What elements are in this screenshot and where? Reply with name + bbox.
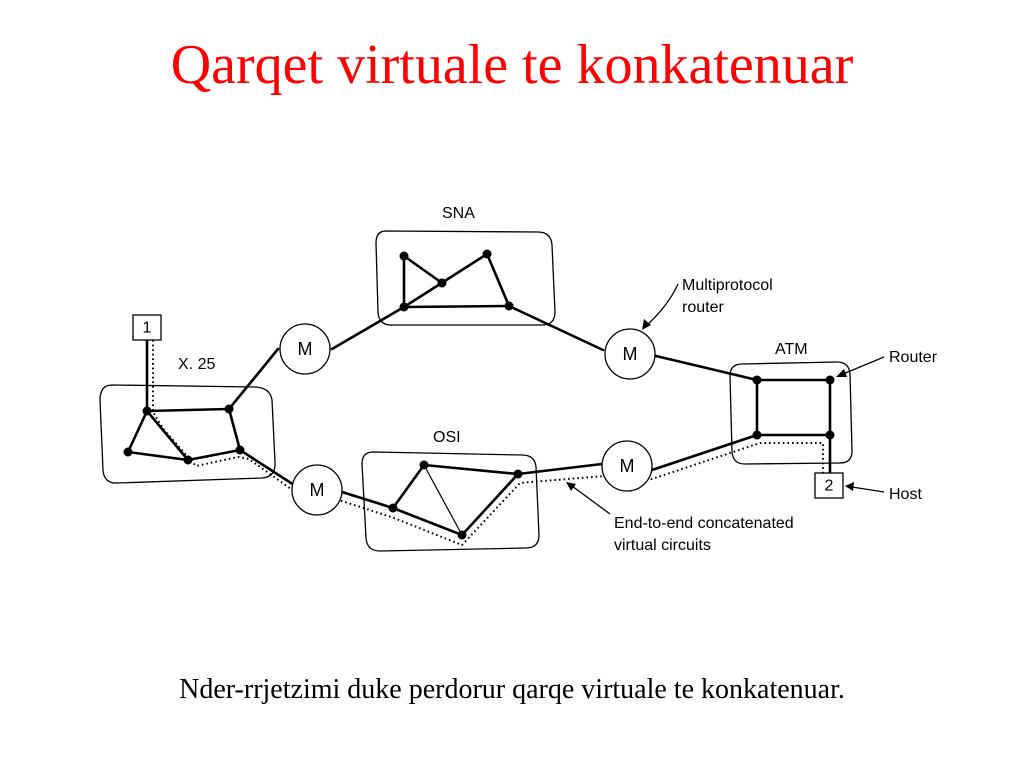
router-label: M: [310, 480, 325, 500]
host-1-label: 1: [143, 320, 152, 337]
concatenated-virtual-circuit-path: [152, 340, 824, 547]
router-callout: Router: [836, 349, 938, 377]
multiprotocol-router-2: M: [604, 328, 656, 380]
network-nodes: [123, 249, 835, 540]
multiprotocol-callout-line1: Multiprotocol: [682, 277, 773, 294]
osi-links: [391, 463, 520, 537]
host-2-label: 2: [825, 478, 834, 495]
concat-callout-line1: End-to-end concatenated: [614, 515, 794, 532]
osi-network-boundary: [361, 451, 540, 552]
multiprotocol-callout-line2: router: [682, 299, 724, 316]
inter-network-links: [145, 304, 832, 510]
x25-network-boundary: [99, 384, 276, 484]
host-1: 1: [132, 314, 162, 341]
x25-label: X. 25: [178, 356, 215, 373]
multiprotocol-router-3: M: [291, 464, 343, 516]
sna-network-boundary: [375, 230, 556, 326]
host-2: 2: [814, 472, 844, 499]
atm-label: ATM: [775, 341, 808, 358]
slide-caption: Nder-rrjetzimi duke perdorur qarqe virtu…: [179, 674, 845, 705]
osi-label: OSI: [433, 429, 461, 446]
host-callout-text: Host: [889, 486, 922, 503]
multiprotocol-router-callout: Multiprotocol router: [642, 277, 773, 330]
atm-links: [755, 378, 832, 437]
sna-label: SNA: [442, 205, 475, 222]
concat-callout-line2: virtual circuits: [614, 537, 711, 554]
slide-title: Qarqet virtuale te konkatenuar: [170, 34, 854, 96]
multiprotocol-router-1: M: [279, 323, 331, 375]
router-label: M: [623, 344, 638, 364]
host-callout: Host: [845, 482, 922, 503]
x25-links: [126, 407, 242, 462]
router-label: M: [298, 339, 313, 359]
concatenated-circuit-callout: End-to-end concatenated virtual circuits: [566, 482, 794, 554]
atm-network-boundary: [729, 361, 853, 465]
multiprotocol-router-4: M: [601, 440, 653, 492]
router-label: M: [620, 456, 635, 476]
router-callout-text: Router: [889, 349, 938, 366]
